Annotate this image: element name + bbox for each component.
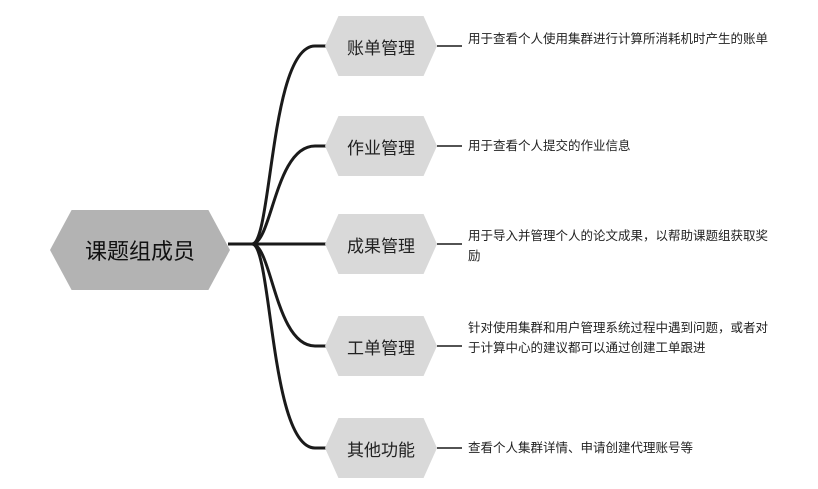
root-label: 课题组成员: [84, 240, 195, 265]
branch-label: 作业管理: [347, 138, 415, 159]
branch-label: 成果管理: [347, 236, 415, 257]
branch-node-billing: 账单管理: [325, 16, 437, 76]
branch-description-other: 查看个人集群详情、申请创建代理账号等: [468, 440, 694, 455]
branch-description-tickets: 针对使用集群和用户管理系统过程中遇到问题，或者对于计算中心的建议都可以通过创建工…: [468, 320, 769, 355]
connector-branch-2: [251, 144, 327, 246]
branch-label: 账单管理: [347, 38, 415, 59]
branch-description-jobs: 用于查看个人提交的作业信息: [468, 138, 631, 153]
branch-node-other: 其他功能: [325, 418, 437, 478]
branch-label: 工单管理: [347, 338, 415, 359]
branch-label: 其他功能: [347, 440, 415, 461]
branch-node-tickets: 工单管理: [325, 316, 437, 376]
branch-description-billing: 用于查看个人使用集群进行计算所消耗机时产生的账单: [468, 31, 769, 46]
connector-branch-5: [251, 242, 327, 450]
branch-description-achievements: 用于导入并管理个人的论文成果，以帮助课题组获取奖励: [468, 228, 769, 263]
root-node: 课题组成员: [50, 210, 230, 290]
branch-node-achievements: 成果管理: [325, 214, 437, 274]
branch-node-jobs: 作业管理: [325, 116, 437, 176]
connector-branch-1: [251, 44, 327, 246]
connector-branch-4: [251, 242, 327, 348]
